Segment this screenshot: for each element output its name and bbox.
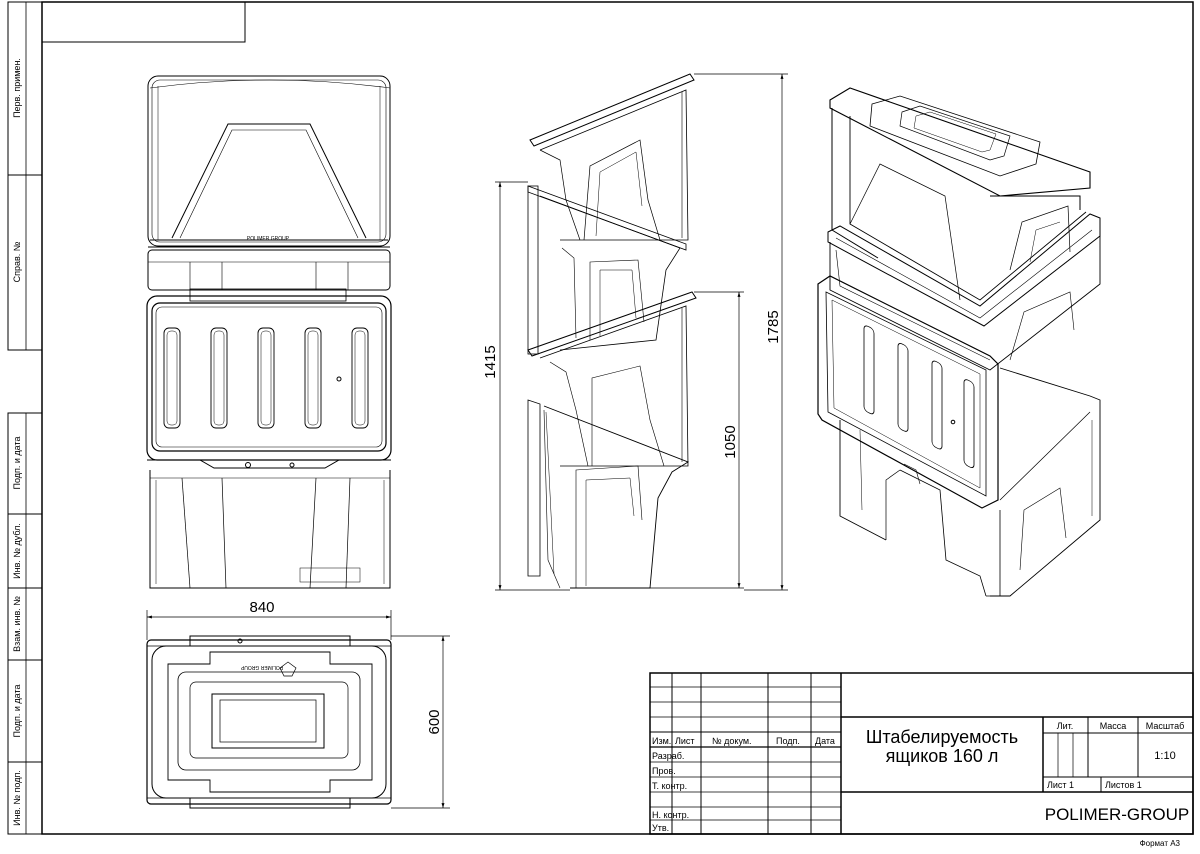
side-stamp-first-use: Перв. примен. [12,58,22,118]
company-name: POLIMER-GROUP [1045,805,1190,824]
tb-mass: Масса [1100,721,1127,731]
tb-row-prov: Пров. [652,766,676,776]
tb-row-tkontr: Т. контр. [652,781,687,791]
dimension-1415 [495,181,570,591]
tb-row-nkontr: Н. контр. [652,810,689,820]
logo-text-top: POLIMER GROUP [240,664,283,670]
tb-row-razrab: Разраб. [652,751,684,761]
dimension-1785 [694,73,788,591]
top-view [146,635,392,809]
side-stamp-dup-inv: Инв. № дубл. [12,523,22,579]
title-block [649,672,1194,835]
dimension-1050 [650,291,744,589]
side-stamp-orig-inv: Инв. № подп. [12,770,22,826]
tb-row-utv: Утв. [652,823,669,833]
side-stamp-sign-date-1: Подп. и дата [12,436,22,489]
dimension-1785-label: 1785 [765,310,782,343]
dimension-840-label: 840 [249,599,274,616]
drawing-frame [7,1,1194,835]
drawing-title-line1: Штабелируемость [866,727,1018,747]
tb-sheets: Листов 1 [1105,780,1142,790]
dimension-1050-label: 1050 [722,425,739,458]
side-stamp: Перв. примен. Справ. № Подп. и дата Инв.… [12,58,22,826]
format-label: Формат А3 [1140,839,1181,848]
tb-header-izm: Изм. [652,736,671,746]
dimension-1415-label: 1415 [482,345,499,378]
side-stamp-sign-date-2: Подп. и дата [12,684,22,737]
tb-scale: 1:10 [1154,750,1175,762]
title-block-text: Изм. Лист № докум. Подп. Дата Разраб. Пр… [652,721,1189,833]
drawing-title-line2: ящиков 160 л [886,746,999,766]
dimension-600 [391,635,450,809]
tb-header-list: Лист [675,736,695,746]
isometric-view [817,87,1101,597]
side-stamp-ref-no: Справ. № [12,241,22,282]
polimer-group-logo: POLIMER GROUP [247,236,290,242]
tb-sheet: Лист 1 [1047,780,1074,790]
dimension-840 [146,610,392,640]
tb-header-podp: Подп. [776,736,800,746]
side-stamp-repl-inv: Взам. инв. № [12,596,22,652]
side-view-stack [527,73,697,589]
front-view-stack [146,75,392,589]
dimension-600-label: 600 [426,709,443,734]
tb-header-data: Дата [815,736,835,746]
tb-header-doc: № докум. [712,736,752,746]
logo-text: POLIMER GROUP [247,236,290,242]
tb-scale-label: Масштаб [1146,721,1185,731]
tb-lit: Лит. [1057,721,1074,731]
